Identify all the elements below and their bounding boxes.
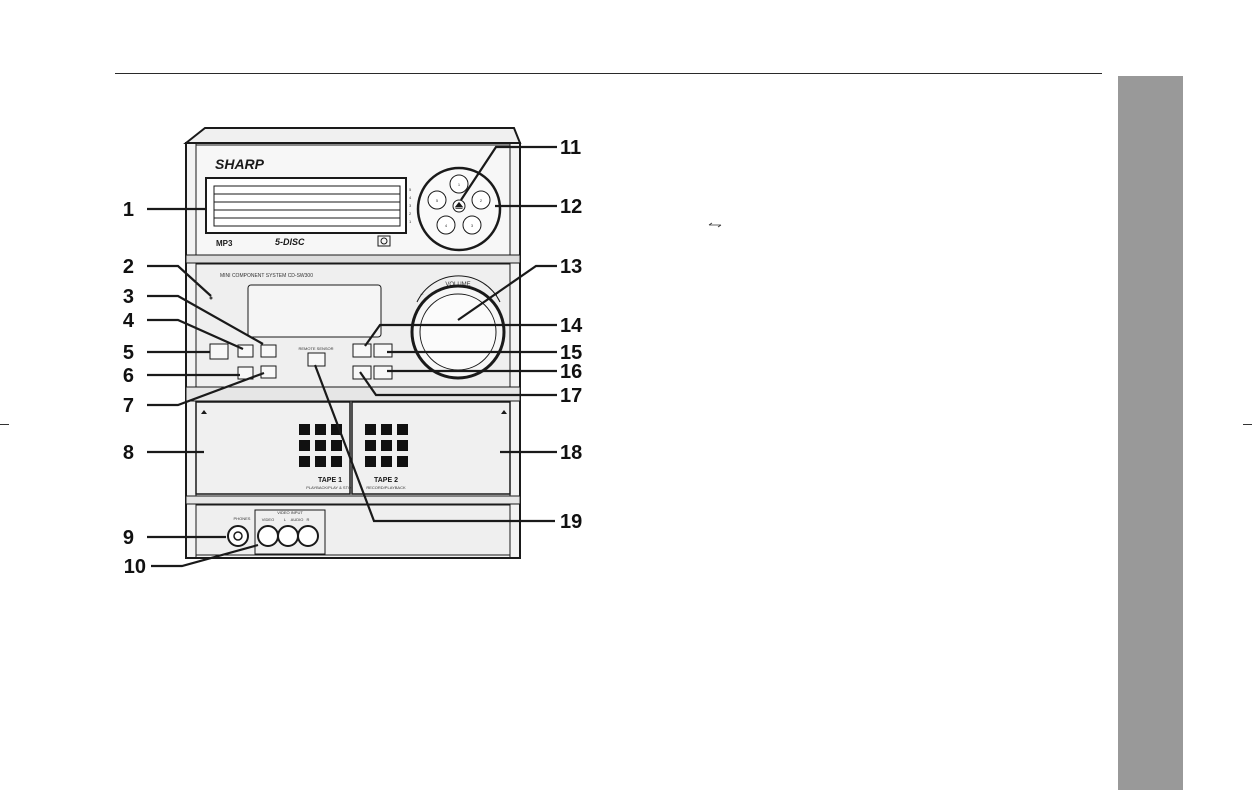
tape-1-deck[interactable]: TAPE 1 PLAYBACK/PLAY & STOP [196, 402, 354, 494]
callout-12: 12 [560, 196, 582, 218]
video-input-r-label: R [307, 517, 310, 522]
callout-6: 6 [123, 365, 134, 387]
callout-4: 4 [123, 310, 135, 332]
phones-label: PHONES [234, 516, 251, 521]
display-window [248, 285, 381, 337]
section-side-tab [1118, 76, 1183, 790]
callout-9: 9 [123, 527, 134, 549]
tape-2-title: TAPE 2 [374, 477, 398, 484]
callout-5: 5 [123, 342, 134, 364]
disc-4-button[interactable]: 4 [437, 216, 455, 234]
stop-button[interactable] [353, 344, 371, 357]
callout-10: 10 [124, 556, 146, 578]
callout-17: 17 [560, 385, 582, 407]
callout-3: 3 [123, 286, 134, 308]
tape-window-square [397, 424, 408, 435]
callout-16: 16 [560, 361, 582, 383]
callout-8: 8 [123, 442, 134, 464]
tape-2-subtitle: RECORD/PLAYBACK [366, 485, 406, 490]
five-disc-mark: 5-DISC [275, 237, 305, 247]
tape-window-square [299, 424, 310, 435]
tape-1-window-grid [299, 424, 342, 467]
video-jack[interactable] [258, 526, 278, 546]
clock-timer-button[interactable] [261, 345, 276, 357]
video-input-title: VIDEO INPUT [277, 510, 303, 515]
on-stand-by-button[interactable] [210, 344, 228, 359]
tape-window-square [381, 456, 392, 467]
tape-window-square [381, 424, 392, 435]
disc-1-button[interactable]: 1 [450, 175, 468, 193]
tape-window-square [299, 456, 310, 467]
tape-1-title: TAPE 1 [318, 477, 342, 484]
fast-forward-button[interactable] [374, 366, 392, 379]
callout-14: 14 [560, 315, 583, 337]
eject-button[interactable] [453, 200, 465, 212]
tape-1-subtitle: PLAYBACK/PLAY & STOP [306, 485, 354, 490]
tape-window-square [315, 456, 326, 467]
power-indicator [210, 297, 213, 300]
volume-knob[interactable] [412, 286, 504, 378]
callout-1: 1 [123, 199, 134, 221]
tape-window-square [331, 456, 342, 467]
tape-window-square [381, 440, 392, 451]
mp3-mark: MP3 [216, 239, 233, 248]
video-input-audio-label: AUDIO [291, 517, 304, 522]
callout-2: 2 [123, 256, 134, 278]
tape-window-square [365, 440, 376, 451]
tape-window-square [331, 440, 342, 451]
crop-mark-right [1243, 424, 1252, 425]
stereo-front-panel-diagram: SHARP 5 4 3 2 1 MP3 5-DISC 1 2 3 [0, 0, 1100, 600]
input-section: PHONES VIDEO INPUT VIDEO L AUDIO R [196, 505, 510, 555]
brand-logo: SHARP [215, 156, 265, 172]
tape-window-square [397, 456, 408, 467]
callout-18: 18 [560, 442, 582, 464]
rewind-button[interactable] [353, 366, 371, 379]
callout-11: 11 [560, 137, 581, 159]
svg-text:REMOTE SENSOR: REMOTE SENSOR [298, 346, 333, 351]
disc-5-button[interactable]: 5 [428, 191, 446, 209]
phones-jack[interactable] [228, 526, 248, 546]
tape-window-square [365, 424, 376, 435]
callout-13: 13 [560, 256, 582, 278]
callout-19: 19 [560, 511, 582, 533]
video-input-video-label: VIDEO [262, 517, 274, 522]
disc-3-button[interactable]: 3 [463, 216, 481, 234]
audio-left-jack[interactable] [278, 526, 298, 546]
tape-2-window-grid [365, 424, 408, 467]
play-pause-button[interactable] [374, 344, 392, 357]
tape-window-square [299, 440, 310, 451]
tuning-down-button[interactable] [261, 366, 276, 378]
tape-window-square [315, 424, 326, 435]
tape-2-deck[interactable]: TAPE 2 RECORD/PLAYBACK [352, 402, 510, 494]
audio-right-jack[interactable] [298, 526, 318, 546]
small-double-arrow-icon [709, 223, 721, 227]
tape-window-square [365, 456, 376, 467]
disc-2-button[interactable]: 2 [472, 191, 490, 209]
tape-window-square [315, 440, 326, 451]
model-line: MINI COMPONENT SYSTEM CD-SW300 [220, 273, 313, 279]
callout-7: 7 [123, 395, 134, 417]
tape-window-square [397, 440, 408, 451]
tape-section: TAPE 1 PLAYBACK/PLAY & STOP TAPE 2 RECOR… [186, 387, 520, 504]
cd-section: SHARP 5 4 3 2 1 MP3 5-DISC 1 2 3 [186, 145, 520, 263]
